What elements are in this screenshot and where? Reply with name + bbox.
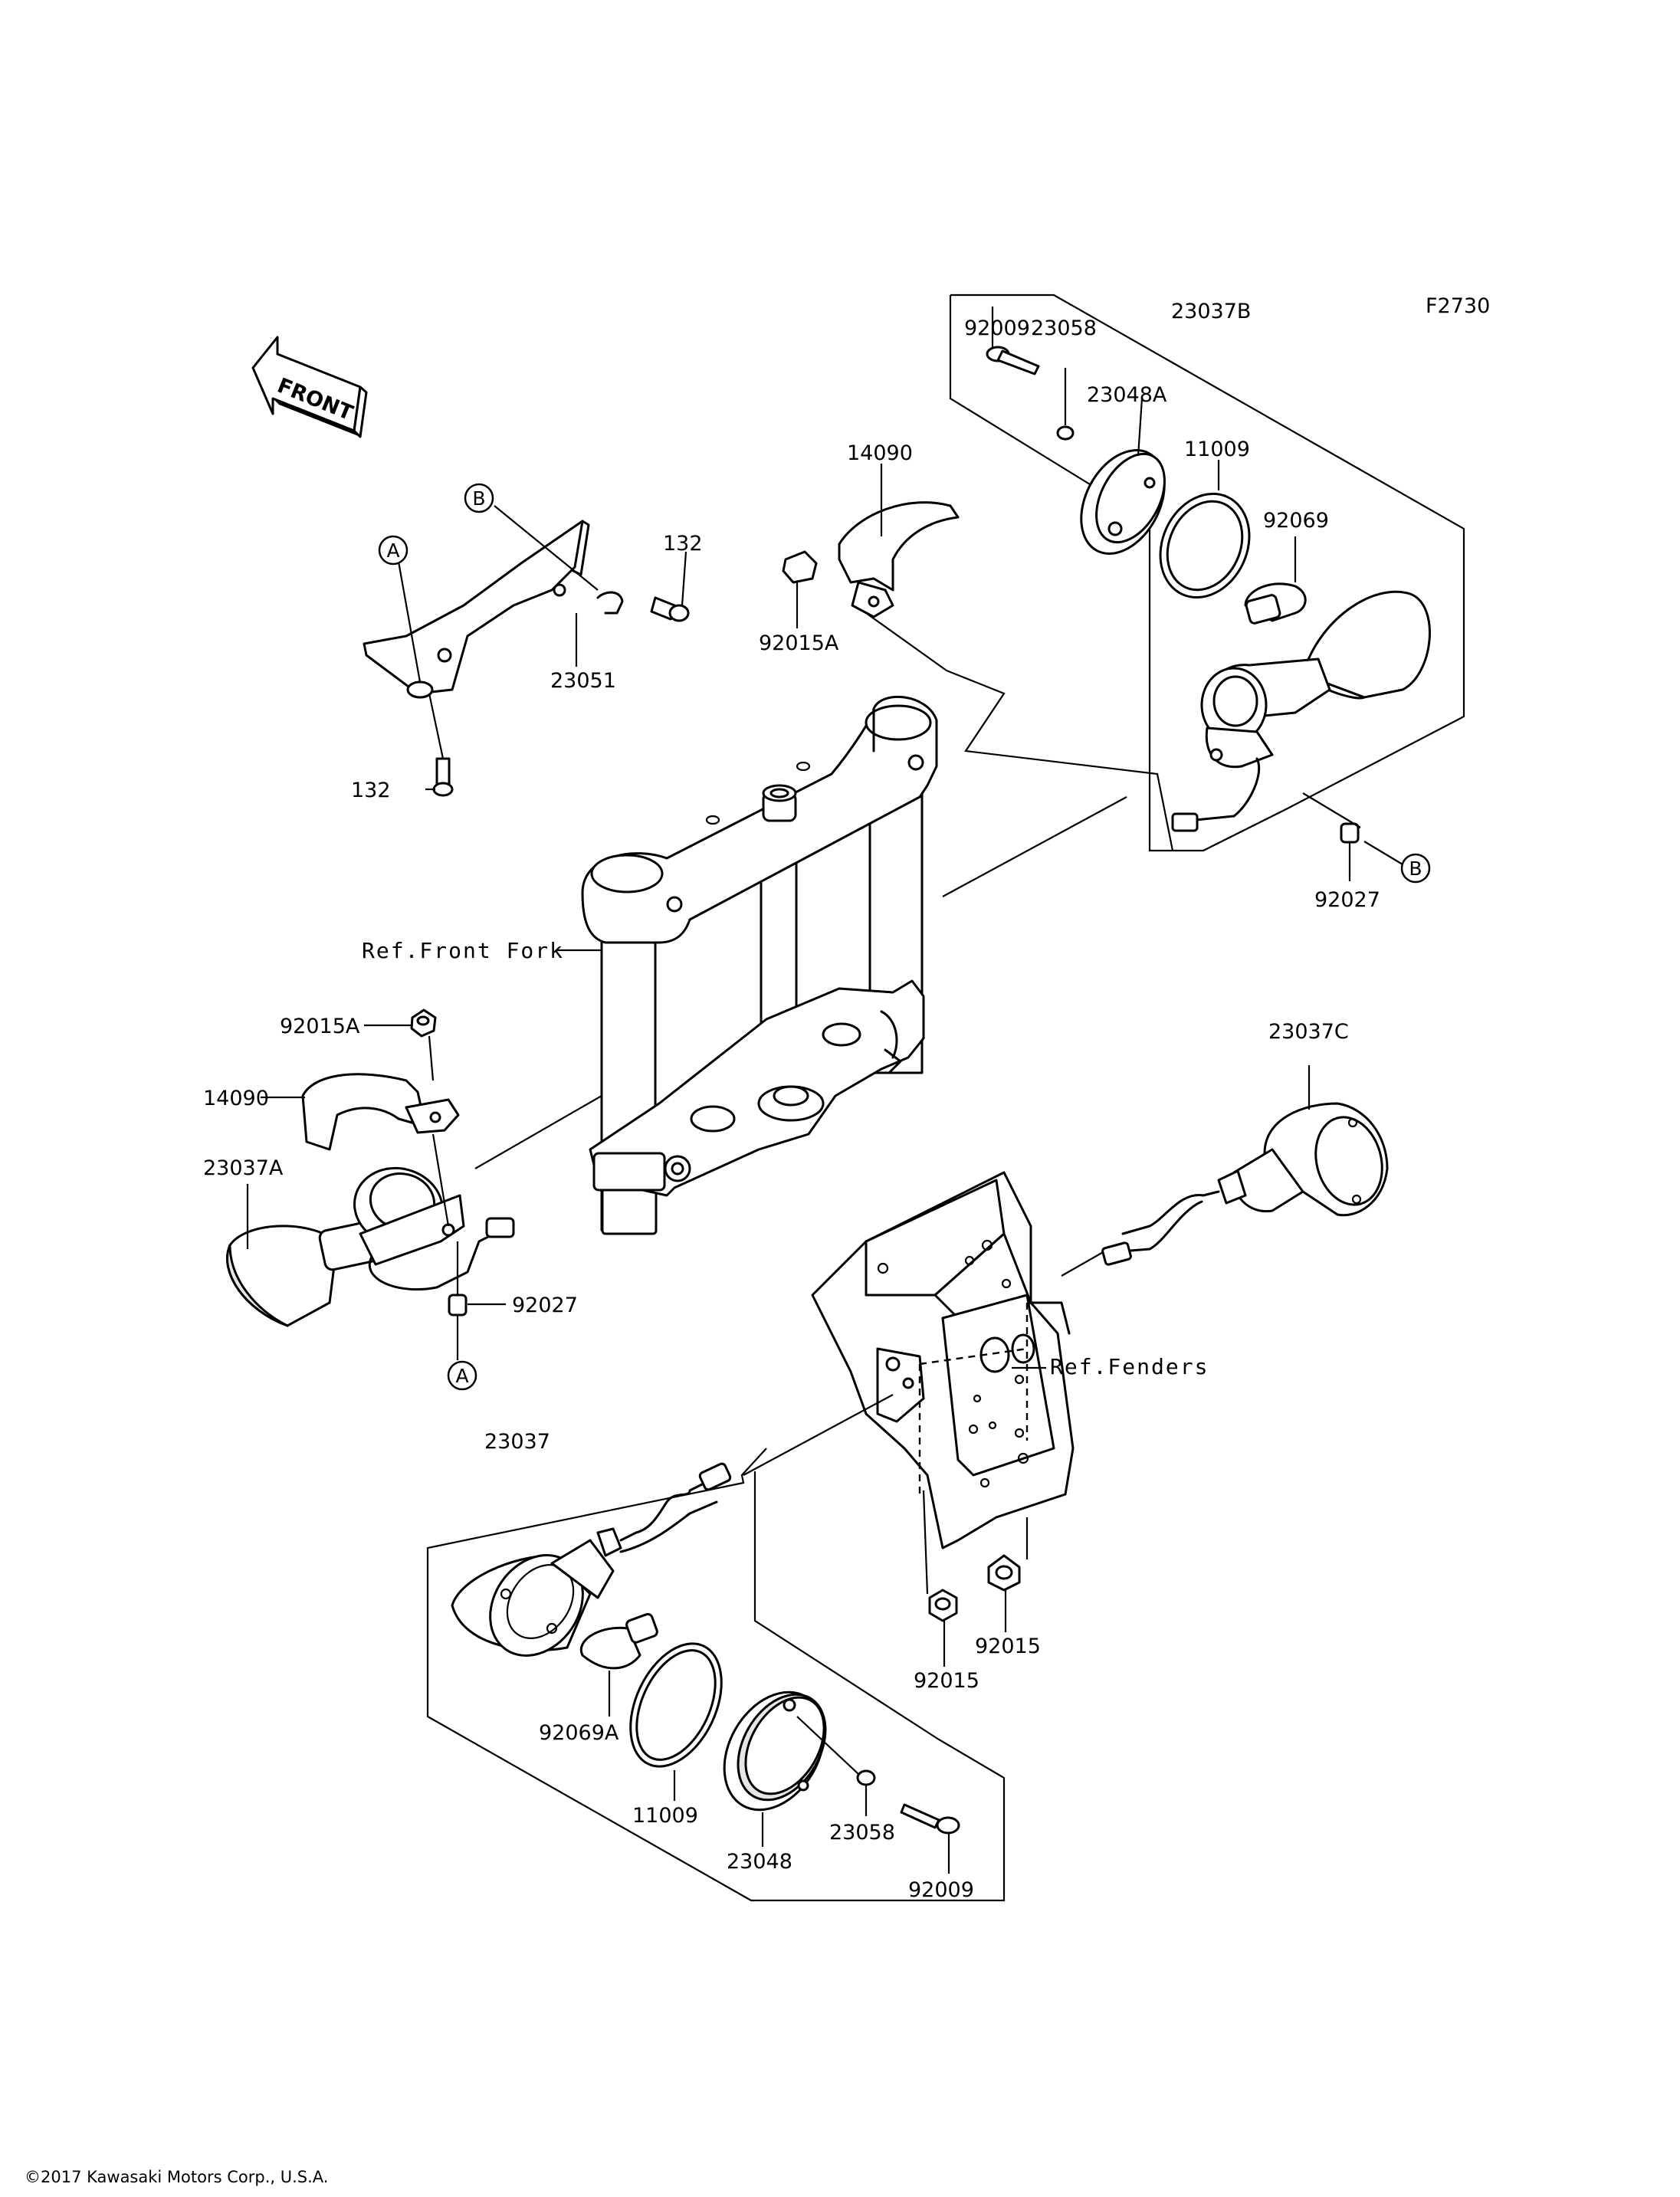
label-23048A: 23048A [1087,383,1167,407]
label-132-top: 132 [663,532,703,556]
nut-92027-right [1340,822,1360,844]
label-92009-top: 92009 [964,316,1030,340]
front-fork-assembly [581,695,938,1235]
marker-b-right: B [1400,853,1431,884]
kit-box-23037B [949,293,1465,852]
nut-92027-left [448,1294,468,1317]
gasket-11009-bottom [629,1642,723,1768]
label-92015A-top: 92015A [759,631,839,655]
label-14090-top: 14090 [847,441,913,465]
svg-text:B: B [472,487,485,510]
label-11009-top: 11009 [1184,438,1250,461]
label-23037B: 23037B [1171,300,1251,323]
washer-23058-bottom [856,1769,876,1786]
kit-box-23037 [426,1448,1006,1902]
turn-signal-23037B [1171,590,1431,832]
label-23051: 23051 [550,669,616,693]
svg-text:A: A [386,539,399,562]
screw-92009-bottom [900,1803,960,1835]
washer-23058-top [1056,425,1075,441]
nut-92015A-top [782,550,818,584]
marker-a-left: A [447,1360,477,1391]
copyright-text: ©2017 Kawasaki Motors Corp., U.S.A. [25,2168,328,2186]
bulb-92069A [579,1612,658,1670]
label-23037: 23037 [484,1430,550,1454]
turn-signal-23037C [1101,1102,1389,1266]
ref-fenders-label: Ref.Fenders [1050,1354,1209,1379]
bracket-23051 [363,520,624,699]
screw-92009-top [986,346,1040,375]
nut-92015-a [928,1589,958,1622]
turn-signal-23037 [451,1462,732,1657]
label-11009-bottom: 11009 [632,1804,698,1828]
label-23058-bottom: 23058 [829,1821,895,1844]
clamp-14090-top [838,501,960,618]
fender-bracket [811,1171,1075,1549]
label-92015-a: 92015 [914,1669,979,1693]
marker-b-top: B [464,483,494,513]
diagram-code: F2730 [1426,294,1490,318]
front-arrow-icon: FRONT [251,336,368,438]
label-23058-top: 23058 [1031,316,1097,340]
bolt-132-bottom [432,757,454,797]
label-92015A-left: 92015A [280,1015,360,1038]
label-92015-b: 92015 [975,1635,1041,1658]
label-92027-left: 92027 [512,1294,578,1317]
label-92027-right: 92027 [1314,888,1380,912]
gasket-11009-top [1159,492,1251,599]
cover-23048 [723,1690,827,1812]
nut-92015-b [987,1554,1021,1592]
label-92069: 92069 [1263,509,1329,533]
cover-23048A [1080,449,1166,555]
nut-92015A-left [410,1008,437,1038]
svg-text:B: B [1409,857,1422,880]
turn-signal-23037A [226,1166,515,1327]
clamp-14090-left [301,1073,460,1151]
label-23048: 23048 [727,1850,792,1874]
label-132-bottom: 132 [351,779,391,802]
label-23037C: 23037C [1268,1020,1349,1044]
label-23037A: 23037A [203,1156,284,1180]
label-92009-bottom: 92009 [908,1878,974,1902]
bolt-132-top [650,596,690,622]
marker-a-top: A [378,535,409,566]
ref-front-fork-label: Ref.Front Fork [362,938,564,963]
label-14090-left: 14090 [203,1087,269,1110]
svg-text:A: A [455,1365,468,1387]
bulb-92069 [1244,582,1307,625]
label-92069A: 92069A [539,1721,619,1745]
